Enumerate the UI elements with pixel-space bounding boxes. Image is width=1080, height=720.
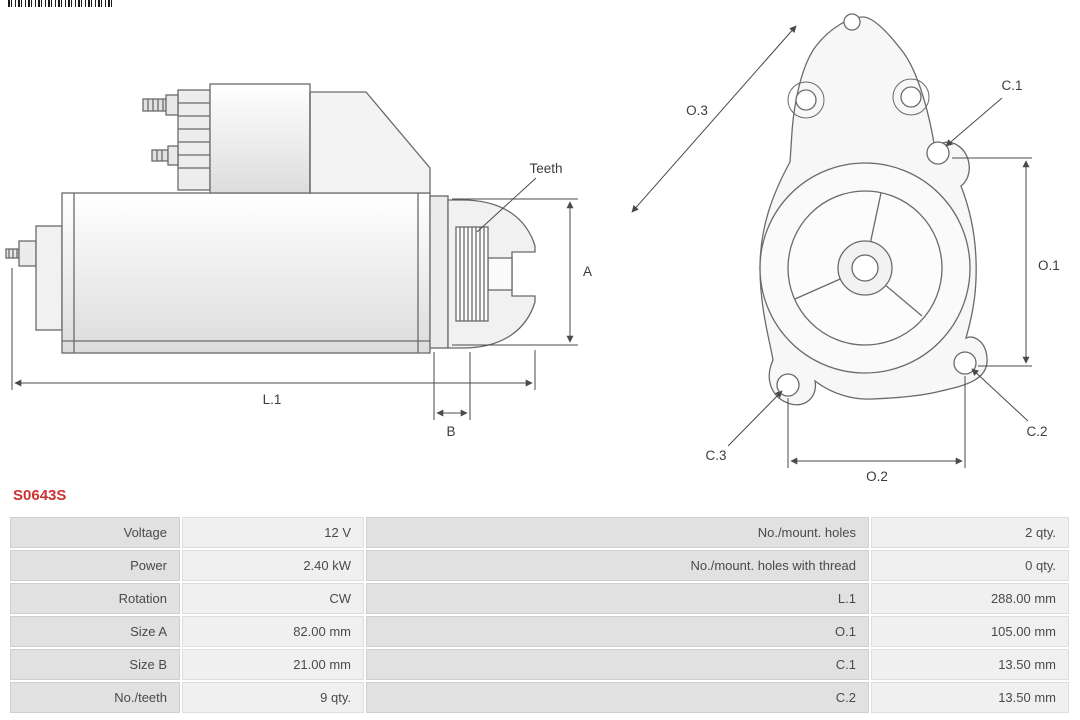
- dim-label-o1: O.1: [1038, 258, 1060, 273]
- table-row: No./teeth 9 qty. C.2 13.50 mm: [10, 682, 1069, 713]
- dim-label-c1: C.1: [1001, 78, 1022, 93]
- solenoid: [142, 83, 431, 194]
- spec-value: CW: [182, 583, 364, 614]
- spec-label: Size A: [10, 616, 180, 647]
- spec-value: 12 V: [182, 517, 364, 548]
- dim-label-c2: C.2: [1026, 424, 1047, 439]
- left-bolt: [5, 225, 63, 331]
- specs-table: Voltage 12 V No./mount. holes 2 qty. Pow…: [8, 515, 1071, 715]
- spec-label: C.1: [366, 649, 869, 680]
- spec-value: 9 qty.: [182, 682, 364, 713]
- table-row: Size B 21.00 mm C.1 13.50 mm: [10, 649, 1069, 680]
- drive-end-housing: [429, 195, 536, 349]
- dim-label-b: B: [446, 424, 455, 439]
- barcode: [8, 0, 112, 7]
- bolt-hole-c2: [953, 351, 977, 375]
- spec-label: Rotation: [10, 583, 180, 614]
- spec-value: 13.50 mm: [871, 682, 1069, 713]
- motor-body: [61, 192, 431, 354]
- spec-value: 2 qty.: [871, 517, 1069, 548]
- side-view-dimensions: [11, 177, 578, 420]
- dim-label-o2: O.2: [866, 469, 888, 484]
- bolt-hole-c3: [776, 373, 800, 397]
- spec-value: 21.00 mm: [182, 649, 364, 680]
- dim-label-c3: C.3: [705, 448, 726, 463]
- spec-label: L.1: [366, 583, 869, 614]
- bolt-hole-c1: [926, 141, 950, 165]
- spec-value: 105.00 mm: [871, 616, 1069, 647]
- spec-label: O.1: [366, 616, 869, 647]
- dim-label-l1: L.1: [263, 392, 282, 407]
- upper-right-hole: [900, 86, 922, 108]
- spec-value: 0 qty.: [871, 550, 1069, 581]
- dim-label-a: A: [583, 264, 592, 279]
- table-row: Power 2.40 kW No./mount. holes with thre…: [10, 550, 1069, 581]
- spec-label: Power: [10, 550, 180, 581]
- front-view-drawing: [759, 13, 988, 406]
- pinion-shaft: [487, 257, 513, 291]
- part-number: S0643S: [13, 487, 67, 504]
- dim-label-o3: O.3: [686, 103, 708, 118]
- technical-drawing: Teeth A L.1 B: [5, 13, 1060, 484]
- table-row: Size A 82.00 mm O.1 105.00 mm: [10, 616, 1069, 647]
- pinion-gear: [455, 226, 489, 322]
- spec-label: No./teeth: [10, 682, 180, 713]
- spec-value: 2.40 kW: [182, 550, 364, 581]
- front-view-dimensions: [631, 25, 1032, 468]
- upper-left-hole: [795, 89, 817, 111]
- spec-label: Voltage: [10, 517, 180, 548]
- side-view-drawing: [5, 83, 536, 354]
- spec-label: No./mount. holes: [366, 517, 869, 548]
- teeth-label: Teeth: [529, 161, 562, 176]
- spec-label: C.2: [366, 682, 869, 713]
- spec-value: 82.00 mm: [182, 616, 364, 647]
- spec-label: No./mount. holes with thread: [366, 550, 869, 581]
- table-row: Voltage 12 V No./mount. holes 2 qty.: [10, 517, 1069, 548]
- shaft-bore: [851, 254, 879, 282]
- spec-value: 288.00 mm: [871, 583, 1069, 614]
- spec-value: 13.50 mm: [871, 649, 1069, 680]
- table-row: Rotation CW L.1 288.00 mm: [10, 583, 1069, 614]
- top-hole: [843, 13, 861, 31]
- spec-label: Size B: [10, 649, 180, 680]
